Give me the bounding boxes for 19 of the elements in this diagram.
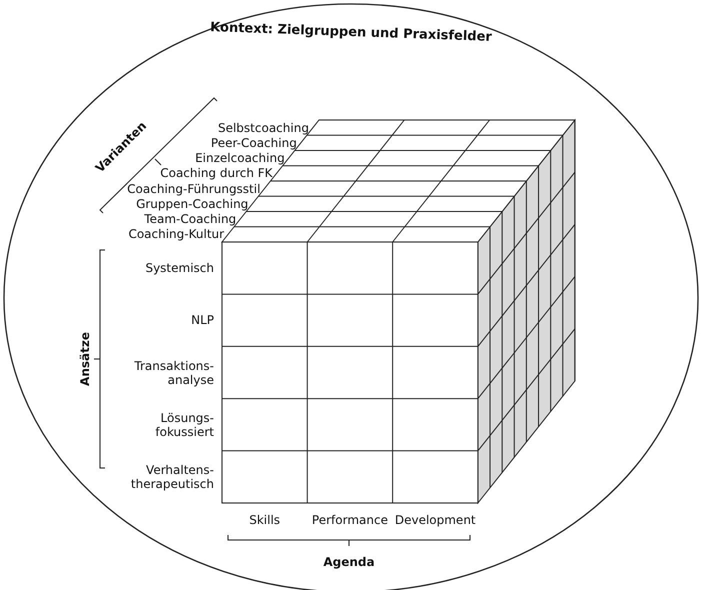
row-label: Coaching-Führungsstil bbox=[127, 182, 260, 196]
row-label: Verhaltens- therapeutisch bbox=[130, 462, 214, 491]
row-label: Einzelcoaching bbox=[195, 151, 285, 166]
row-label: Transaktions- analyse bbox=[133, 358, 214, 386]
axis-title: Ansätze bbox=[78, 332, 92, 386]
row-label: Peer-Coaching bbox=[210, 136, 297, 150]
column-label: Skills bbox=[248, 513, 282, 527]
row-label: Lösungs- fokussiert bbox=[154, 410, 214, 439]
row-label: NLP bbox=[190, 312, 214, 330]
axis-title: Agenda bbox=[322, 555, 376, 569]
row-label: Team-Coaching bbox=[144, 212, 236, 226]
row-label: Systemisch bbox=[144, 260, 214, 278]
row-label: Coaching durch FK bbox=[160, 166, 273, 180]
column-label: Performance bbox=[310, 513, 389, 527]
column-label: Development bbox=[394, 513, 477, 527]
row-label: Selbstcoaching bbox=[218, 120, 309, 135]
row-label: Gruppen-Coaching bbox=[136, 196, 248, 211]
heading: Kontext: Zielgruppen und Praxisfelder bbox=[208, 19, 494, 47]
row-label: Coaching-Kultur bbox=[128, 227, 224, 242]
